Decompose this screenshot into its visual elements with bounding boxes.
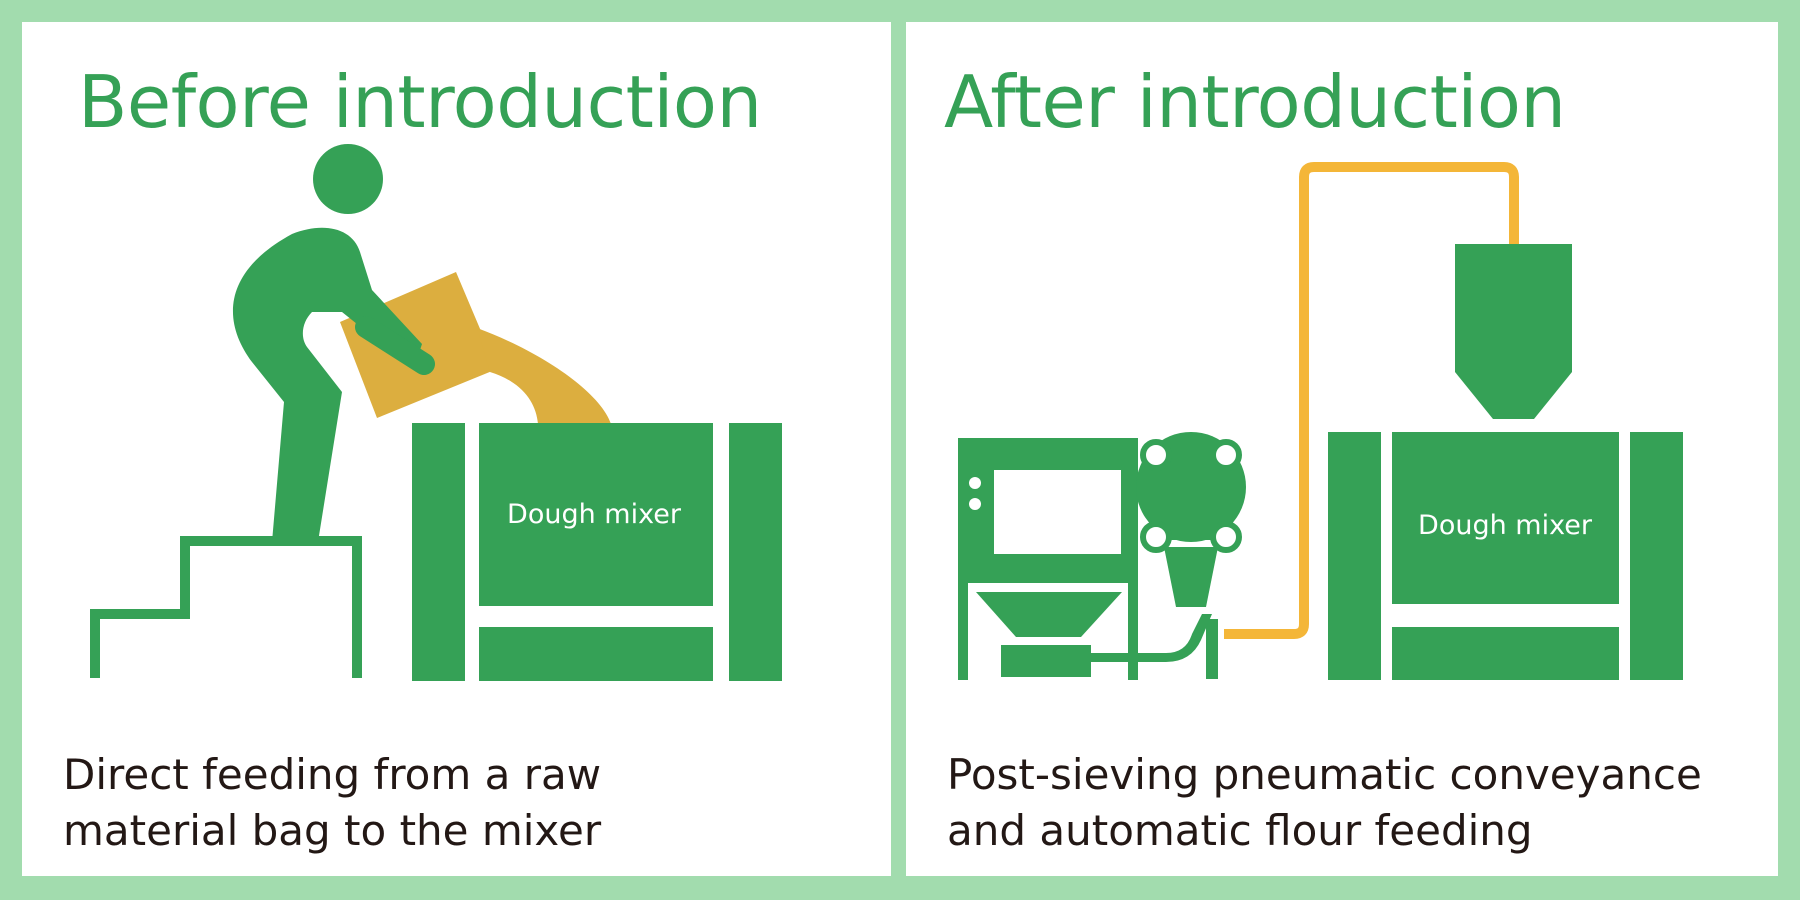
control-cabinet-icon — [958, 438, 1212, 680]
caption-after-line-2: and automatic flour feeding — [947, 806, 1533, 855]
panel-title-before: Before introduction — [78, 60, 762, 144]
dough-mixer-icon: Dough mixer — [412, 423, 782, 681]
panel-after: After introduction — [906, 22, 1778, 876]
mixer-label-before: Dough mixer — [507, 499, 682, 530]
caption-after-line-1: Post-sieving pneumatic conveyance — [947, 750, 1702, 799]
step-stairs-icon — [90, 536, 362, 678]
caption-before: Direct feeding from a raw material bag t… — [63, 747, 601, 859]
panel-before: Before introduction Dough mixer Direct f… — [22, 22, 891, 876]
sieve-icon — [1136, 432, 1246, 679]
worker-icon — [232, 144, 435, 543]
caption-after: Post-sieving pneumatic conveyance and au… — [947, 747, 1702, 859]
conveying-pipe-icon — [1224, 162, 1519, 639]
mixer-label-after: Dough mixer — [1418, 510, 1593, 541]
caption-before-line-2: material bag to the mixer — [63, 806, 602, 855]
panel-title-after: After introduction — [944, 60, 1566, 144]
dough-mixer-icon: Dough mixer — [1328, 432, 1683, 680]
hopper-icon — [1455, 244, 1572, 419]
caption-before-line-1: Direct feeding from a raw — [63, 750, 602, 799]
before-illustration: Dough mixer — [90, 144, 782, 681]
after-illustration: Dough mixer — [958, 162, 1683, 680]
